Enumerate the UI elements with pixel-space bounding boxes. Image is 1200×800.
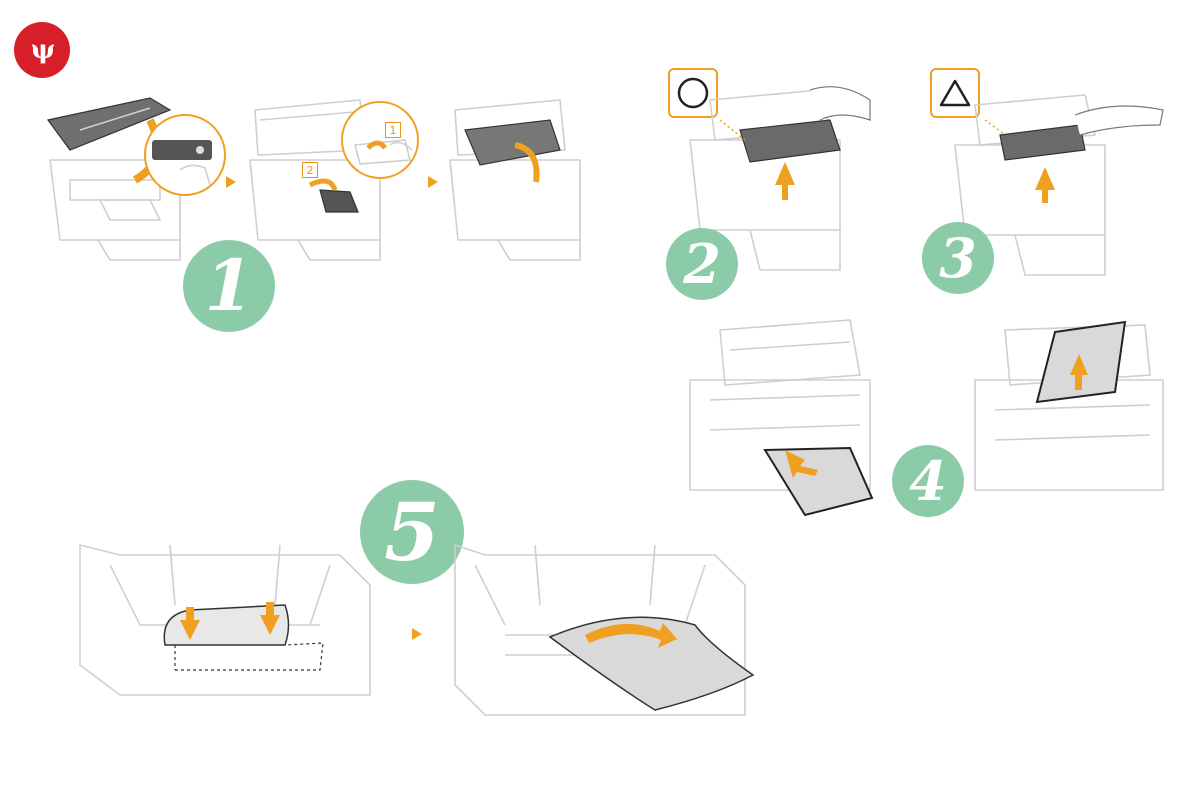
correct-symbol-box — [668, 68, 718, 118]
paper-pull-out-illustration — [454, 543, 755, 716]
printer-inner-cover-open-illustration — [449, 99, 581, 261]
cartridge-removal-correct-illustration — [689, 86, 871, 271]
step-number-1: 1 — [183, 240, 275, 332]
paper-pull-inside-illustration — [79, 543, 371, 696]
printer-panel-open-illustration — [249, 99, 419, 261]
triangle-icon — [939, 79, 971, 107]
step-1-arrow-a — [226, 176, 236, 188]
brand-logo: ψ — [14, 22, 70, 78]
step-number-5: 5 — [360, 480, 464, 584]
printer-lid-open-illustration — [46, 97, 226, 261]
logo-text: ψ — [30, 35, 56, 65]
step-number-2: 2 — [666, 228, 738, 300]
step-number-4: 4 — [892, 445, 964, 517]
step-5-arrow — [412, 628, 422, 640]
sub-step-label-2: 2 — [302, 162, 318, 178]
cartridge-removal-caution-illustration — [954, 94, 1164, 276]
step-number-3: 3 — [922, 222, 994, 294]
circle-icon — [677, 77, 709, 109]
step-1-illustrations: 1 2 — [40, 90, 581, 280]
sub-step-label-1: 1 — [385, 122, 401, 138]
paper-removal-back-illustration — [974, 320, 1164, 491]
step-1-arrow-b — [428, 176, 438, 188]
paper-removal-front-illustration — [689, 319, 874, 517]
caution-symbol-box — [930, 68, 980, 118]
